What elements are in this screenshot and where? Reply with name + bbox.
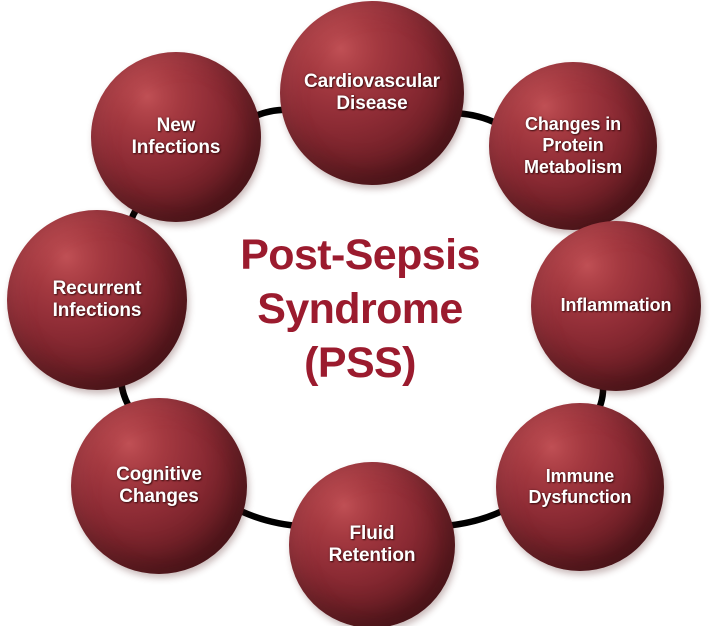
node-cardiovascular-disease[interactable]: Cardiovascular Disease [280, 1, 464, 185]
node-label-fluid-retention: Fluid Retention [328, 522, 416, 566]
node-new-infections[interactable]: New Infections [91, 52, 261, 222]
node-label-changes-in-protein-metabolism: Changes in Protein Metabolism [523, 114, 623, 177]
node-recurrent-infections[interactable]: Recurrent Infections [7, 210, 187, 390]
node-label-cardiovascular-disease: Cardiovascular Disease [304, 70, 440, 114]
node-fluid-retention[interactable]: Fluid Retention [289, 462, 455, 626]
node-inflammation[interactable]: Inflammation [531, 221, 701, 391]
node-label-immune-dysfunction: Immune Dysfunction [528, 465, 632, 507]
node-label-cognitive-changes: Cognitive Changes [116, 463, 202, 507]
node-cognitive-changes[interactable]: Cognitive Changes [71, 398, 247, 574]
node-label-new-infections: New Infections [131, 114, 221, 158]
page-title: Post-Sepsis Syndrome (PSS) [240, 231, 480, 388]
node-label-inflammation: Inflammation [560, 295, 672, 316]
node-changes-in-protein-metabolism[interactable]: Changes in Protein Metabolism [489, 62, 657, 230]
node-immune-dysfunction[interactable]: Immune Dysfunction [496, 403, 664, 571]
node-label-recurrent-infections: Recurrent Infections [52, 277, 142, 321]
